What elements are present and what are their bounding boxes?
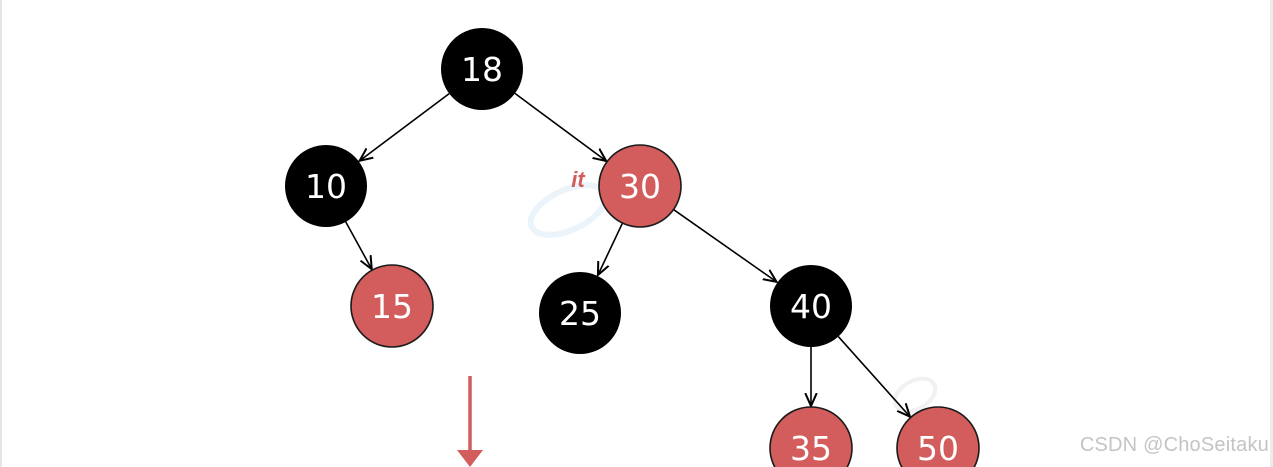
tree-node-50: 50 <box>896 406 980 467</box>
edge-30-to-40 <box>673 208 777 282</box>
black-node-circle <box>770 265 852 347</box>
edge-18-to-30 <box>514 92 606 161</box>
black-node-circle <box>285 145 367 227</box>
node-value-label: 30 <box>619 167 661 206</box>
right-border <box>1270 0 1273 467</box>
iterator-pointer-label: it <box>571 167 586 192</box>
edge-30-to-25 <box>598 222 624 275</box>
node-value-label: 25 <box>559 294 601 333</box>
left-border <box>0 0 2 467</box>
red-node-circle <box>896 406 980 467</box>
tree-node-35: 35 <box>769 406 853 467</box>
watermark-text: CSDN @ChoSeitaku <box>1079 434 1269 456</box>
black-node-circle <box>441 28 523 110</box>
tree-node-15: 15 <box>350 264 434 348</box>
tree-node-10: 10 <box>285 145 367 227</box>
edge-40-to-50 <box>837 336 910 417</box>
node-value-label: 10 <box>305 167 347 206</box>
edges-layer <box>345 92 910 417</box>
red-node-circle <box>350 264 434 348</box>
edge-10-to-15 <box>345 221 372 269</box>
node-value-label: 35 <box>790 429 832 467</box>
edge-18-to-10 <box>360 92 450 161</box>
black-node-circle <box>539 272 621 354</box>
down-arrow <box>457 376 483 467</box>
red-node-circle <box>769 406 853 467</box>
node-value-label: 50 <box>917 429 959 467</box>
tree-node-30: 30 <box>598 144 682 228</box>
red-node-circle <box>598 144 682 228</box>
node-value-label: 40 <box>790 287 832 326</box>
tree-node-18: 18 <box>441 28 523 110</box>
tree-node-25: 25 <box>539 272 621 354</box>
node-value-label: 18 <box>461 50 503 89</box>
node-value-label: 15 <box>371 287 413 326</box>
nodes-layer: 18 10 30 15 25 40 35 50 <box>285 28 980 467</box>
tree-node-40: 40 <box>770 265 852 347</box>
